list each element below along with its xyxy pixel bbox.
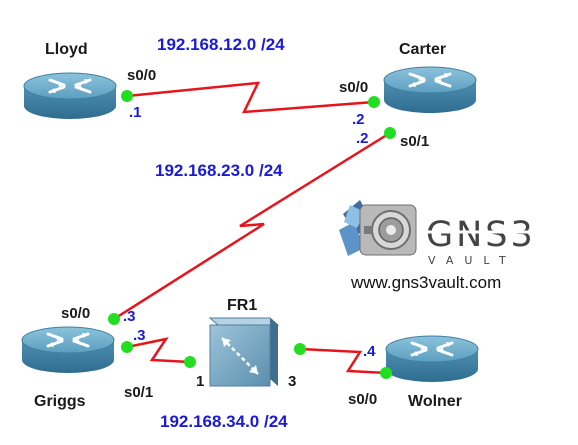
link-lloyd-carter xyxy=(126,81,375,114)
endpoints xyxy=(108,90,396,379)
switch-name-fr1: FR1 xyxy=(227,297,257,314)
link-fr1-wolner xyxy=(299,347,387,375)
gns3-vault-logo: GNS3 VAULT xyxy=(339,200,552,267)
link-griggs-fr1 xyxy=(126,337,191,364)
network-label-frame-relay: 192.168.34.0 /24 xyxy=(160,412,288,431)
interface-wolner-s00: s0/0 xyxy=(348,391,377,408)
interface-griggs-s00: s0/0 xyxy=(61,305,90,322)
address-lloyd: .1 xyxy=(129,104,142,121)
router-name-lloyd: Lloyd xyxy=(45,41,88,58)
interface-griggs-s01: s0/1 xyxy=(124,384,153,401)
router-name-carter: Carter xyxy=(399,41,446,58)
endpoint-carter-s01 xyxy=(384,127,396,139)
address-carter-s01: .2 xyxy=(356,130,369,147)
network-label-lloyd-carter: 192.168.12.0 /24 xyxy=(157,35,285,54)
router-name-wolner: Wolner xyxy=(408,393,462,410)
switch-port-3-label: 3 xyxy=(288,373,296,390)
vault-emblem-icon xyxy=(339,200,417,256)
interface-carter-s00: s0/0 xyxy=(339,79,368,96)
endpoint-griggs-s00 xyxy=(108,313,120,325)
interface-lloyd-s00: s0/0 xyxy=(127,67,156,84)
network-label-carter-griggs: 192.168.23.0 /24 xyxy=(155,161,283,180)
address-carter-s00: .2 xyxy=(352,111,365,128)
router-wolner-icon[interactable] xyxy=(384,334,480,384)
router-lloyd-icon[interactable] xyxy=(22,71,118,121)
endpoint-carter-s00 xyxy=(368,96,380,108)
router-name-griggs: Griggs xyxy=(34,393,86,410)
endpoint-wolner-s00 xyxy=(380,367,392,379)
switch-port-1-label: 1 xyxy=(196,373,204,390)
frame-relay-switch-icon[interactable] xyxy=(208,317,280,387)
address-griggs-s00: .3 xyxy=(123,308,136,325)
endpoint-fr1-port1 xyxy=(184,356,196,368)
website-url: www.gns3vault.com xyxy=(350,273,501,292)
endpoint-lloyd-s00 xyxy=(121,90,133,102)
interface-carter-s01: s0/1 xyxy=(400,133,429,150)
logo-subtitle: VAULT xyxy=(428,254,517,267)
links xyxy=(113,81,391,375)
link-carter-griggs xyxy=(113,131,391,321)
address-griggs-s01: .3 xyxy=(133,327,146,344)
endpoint-fr1-port3 xyxy=(294,343,306,355)
logo-wordmark: GNS3 xyxy=(426,215,536,255)
address-wolner: .4 xyxy=(363,343,376,360)
router-carter-icon[interactable] xyxy=(382,65,478,115)
router-griggs-icon[interactable] xyxy=(20,325,116,375)
endpoint-griggs-s01 xyxy=(121,341,133,353)
